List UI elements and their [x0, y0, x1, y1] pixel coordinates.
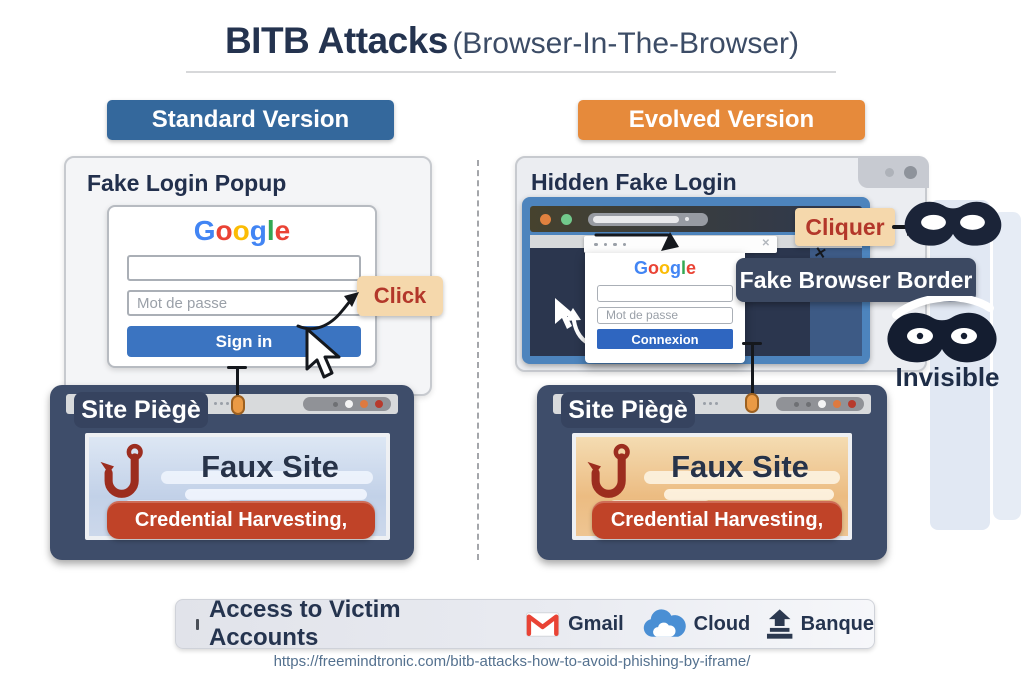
footer-tick	[196, 618, 199, 630]
window-dot-icon	[885, 167, 894, 177]
fish-hook-icon	[587, 443, 630, 498]
standard-version-header: Standard Version	[107, 100, 394, 140]
window-controls	[776, 397, 864, 411]
popup-titlebar: ✕	[584, 236, 777, 253]
titlebar-dots	[594, 242, 626, 247]
connector-line-right	[751, 343, 754, 395]
connexion-button[interactable]: Connexion	[597, 329, 733, 349]
cloud-label: Cloud	[693, 612, 751, 635]
gmail-icon	[525, 611, 560, 637]
google-logo: Google	[193, 215, 291, 246]
curved-arrow-to-click	[296, 292, 359, 331]
address-bar[interactable]	[588, 212, 708, 226]
bank-icon	[767, 609, 793, 639]
faux-site-label-left: Faux Site	[201, 449, 339, 484]
close-dot-icon[interactable]	[848, 400, 856, 408]
connector-pin-right	[745, 393, 759, 413]
evolved-version-header: Evolved Version	[578, 100, 865, 140]
fish-hook-icon	[100, 443, 143, 498]
toolbar-dot-icon[interactable]	[540, 213, 551, 225]
faux-site-label-right: Faux Site	[671, 449, 809, 484]
source-url: https://freemindtronic.com/bitb-attacks-…	[273, 653, 751, 670]
click-callout: Click	[357, 276, 443, 316]
site-piege-label-right: Site Piègè	[561, 392, 695, 428]
faux-site-content-right: Faux Site Credential Harvesting,	[572, 433, 852, 540]
google-logo-small: Google	[633, 258, 697, 278]
cloud-icon	[643, 609, 686, 637]
domino-mask-eyes-icon	[887, 296, 997, 363]
mouse-cursor-icon	[305, 327, 341, 379]
chrome-dots	[703, 402, 718, 405]
connector-pin-left	[231, 395, 245, 415]
site-piege-panel-left: Site Piègè Faux Site Credential Harvesti…	[50, 385, 414, 560]
email-field[interactable]	[127, 255, 361, 281]
faux-site-content-left: Faux Site Credential Harvesting,	[85, 433, 390, 540]
arrow-to-popup	[594, 232, 679, 251]
close-icon[interactable]: ✕	[761, 238, 770, 249]
window-dot-icon	[333, 401, 338, 407]
close-dot-icon[interactable]	[375, 400, 383, 408]
white-cursor-icon	[555, 298, 576, 329]
gmail-label: Gmail	[568, 612, 624, 635]
window-dot-icon	[794, 401, 799, 407]
site-piege-panel-right: Site Piègè Faux Site Credential Harvesti…	[537, 385, 887, 560]
toolbar-dot-icon[interactable]	[561, 213, 572, 225]
hidden-fake-login-title: Hidden Fake Login	[531, 169, 737, 195]
maximize-dot-icon[interactable]	[833, 400, 841, 408]
access-label: Access to Victim Accounts	[208, 596, 401, 651]
window-dot-icon	[806, 401, 811, 407]
cliquer-callout: Cliquer	[795, 208, 895, 246]
connector-line-left	[236, 367, 239, 398]
fake-login-popup-title: Fake Login Popup	[87, 170, 287, 196]
title-divider	[186, 71, 836, 73]
maximize-dot-icon[interactable]	[360, 400, 368, 408]
window-controls	[303, 397, 391, 411]
access-footer-bar: Access to Victim Accounts Gmail Cloud Ba…	[175, 596, 875, 651]
title-main: BITB Attacks	[224, 20, 448, 61]
site-piege-label-left: Site Piègè	[74, 392, 208, 428]
invisible-label: Invisible	[895, 362, 1000, 392]
banque-label: Banque	[800, 612, 874, 635]
deco-band	[930, 200, 990, 530]
panel-window-tab	[858, 156, 929, 188]
domino-mask-icon	[904, 201, 1002, 246]
window-dot-icon	[904, 165, 917, 179]
hidden-google-popup: Google Connexion	[585, 253, 745, 363]
email-field-small[interactable]	[597, 284, 733, 302]
minimize-dot-icon[interactable]	[818, 400, 826, 408]
column-divider	[477, 160, 479, 560]
credential-harvesting-banner-left: Credential Harvesting,	[107, 501, 375, 539]
deco-band	[993, 212, 1021, 520]
password-field[interactable]	[127, 290, 361, 316]
credential-harvesting-banner-right: Credential Harvesting,	[592, 501, 842, 539]
minimize-dot-icon[interactable]	[345, 400, 353, 408]
title-sub: (Browser-In-The-Browser)	[452, 27, 800, 60]
page-title: BITB Attacks (Browser-In-The-Browser)	[0, 20, 1024, 62]
password-field-small[interactable]	[597, 306, 733, 324]
fake-browser-border-banner: Fake Browser Border	[736, 258, 976, 302]
